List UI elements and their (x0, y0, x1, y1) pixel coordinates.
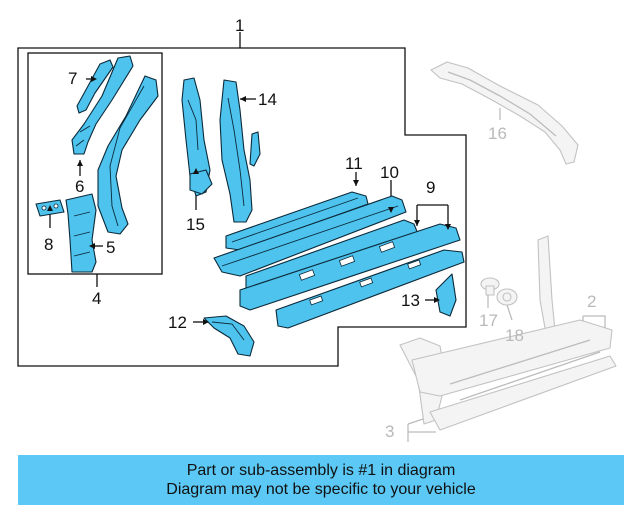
rocker-panel-10 (213, 195, 407, 277)
callout-9: 9 (426, 178, 435, 197)
windshield-pillar-7 (76, 59, 114, 114)
callout-15: 15 (186, 215, 205, 234)
callout-5: 5 (106, 238, 115, 257)
quarter-bracket-13 (435, 273, 457, 317)
clip-18 (496, 288, 518, 306)
banner-line-2: Diagram may not be specific to your vehi… (166, 481, 476, 498)
pillar-reinforcement (97, 75, 159, 235)
callout-3: 3 (385, 422, 394, 441)
parts-diagram: 1 2 3 4 5 6 7 8 9 10 11 12 13 14 15 16 1… (17, 16, 617, 442)
assembly-4-outline (27, 52, 163, 275)
assembly-1-outline (17, 47, 467, 367)
callout-12: 12 (168, 313, 187, 332)
b-pillar-14 (219, 79, 261, 223)
side-panel-assembly-2 (399, 235, 617, 431)
pillar-bracket-15 (189, 169, 213, 195)
callout-6: 6 (75, 177, 84, 196)
callout-18: 18 (505, 326, 524, 345)
callout-10: 10 (380, 163, 399, 182)
a-pillar-6 (71, 55, 134, 155)
callout-17: 17 (479, 311, 498, 330)
roof-rail-16 (430, 61, 579, 165)
clip-17 (480, 277, 500, 296)
rocker-inner-9 (239, 219, 465, 329)
center-pillar (181, 77, 211, 197)
hinge-pillar-5 (65, 193, 97, 273)
callout-14: 14 (258, 90, 277, 109)
callout-4: 4 (92, 289, 101, 308)
callout-2: 2 (587, 292, 596, 311)
callout-8: 8 (44, 235, 53, 254)
wheelhouse-panel-12 (203, 315, 255, 357)
callout-7: 7 (68, 69, 77, 88)
arrowheads (47, 76, 451, 325)
info-banner: Part or sub-assembly is #1 in diagram Di… (18, 455, 624, 505)
callout-13: 13 (401, 291, 420, 310)
callout-16: 16 (488, 124, 507, 143)
callout-11: 11 (345, 154, 363, 173)
banner-line-1: Part or sub-assembly is #1 in diagram (186, 462, 456, 479)
callout-1: 1 (235, 16, 244, 35)
